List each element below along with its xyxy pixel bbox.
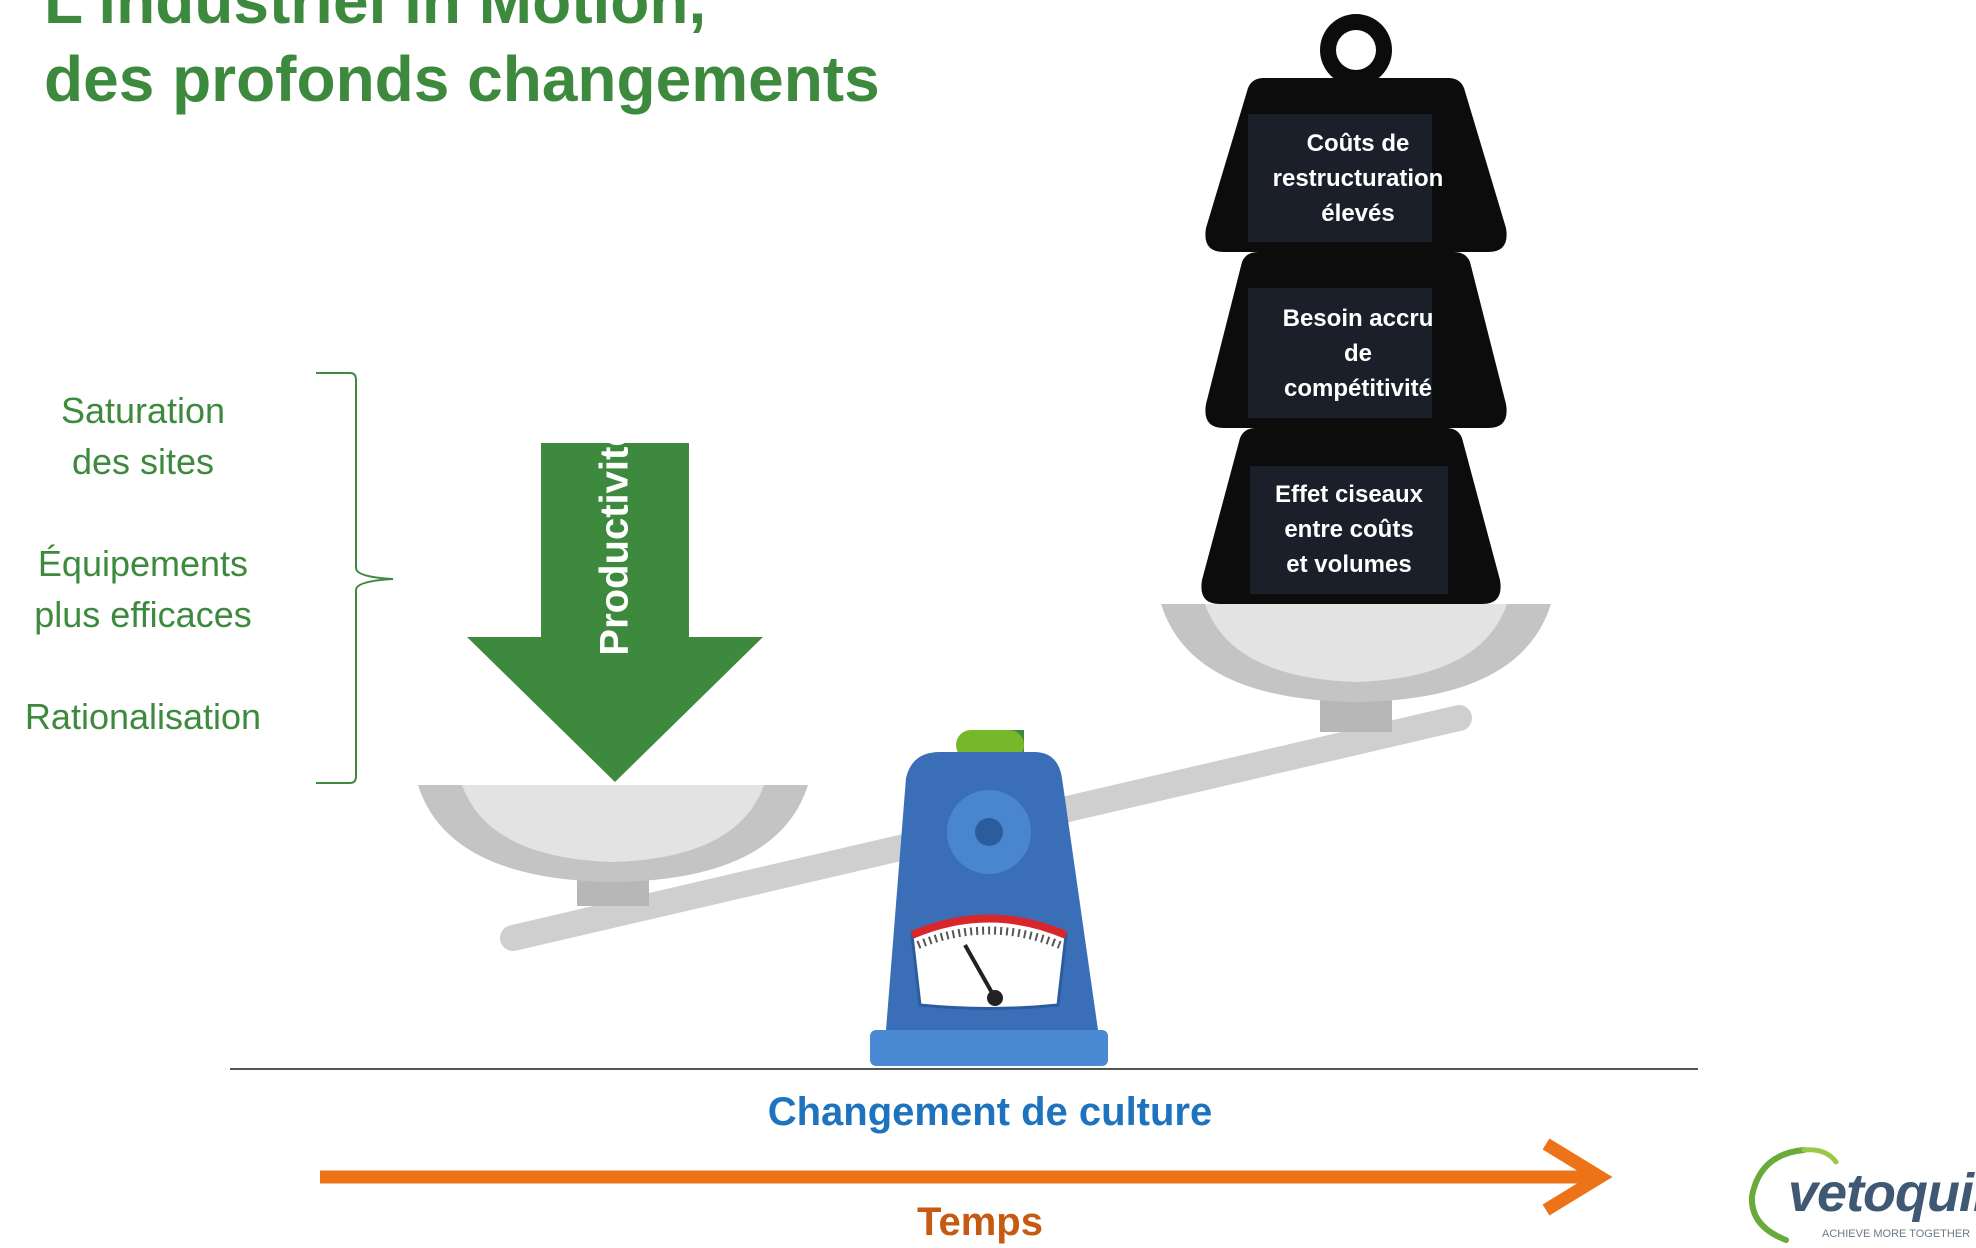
weight-text: Coûts de <box>1306 130 1410 157</box>
company-logo: vetoquinol ACHIEVE MORE TOGETHER <box>1740 1140 1976 1248</box>
page-title: L'industriel in Motion, des profonds cha… <box>44 0 880 118</box>
factor-text: des sites <box>71 441 215 482</box>
weight-text: restructuration <box>1272 165 1444 192</box>
weight-icon <box>1201 428 1501 604</box>
weight-text: entre coûts <box>1284 516 1414 543</box>
factor-text: Équipements <box>37 543 249 584</box>
weight-label-besoin: Besoin accru de compétitivité <box>1258 301 1458 406</box>
factor-rationalisation: Rationalisation <box>0 691 286 742</box>
weight-text: élevés <box>1321 200 1395 227</box>
right-arrow-icon <box>320 1138 1613 1216</box>
weight-label-couts: Coûts de restructuration élevés <box>1258 126 1458 231</box>
weight-icon <box>1205 252 1507 428</box>
culture-label: Changement de culture <box>767 1090 1213 1134</box>
logo-tagline: ACHIEVE MORE TOGETHER <box>1822 1228 1971 1240</box>
down-arrow-icon <box>467 443 763 782</box>
factor-equipements: Équipements plus efficaces <box>0 538 286 640</box>
time-label: Temps <box>917 1200 1043 1244</box>
weight-text: de <box>1343 340 1372 367</box>
logo-swoosh-icon <box>1748 1147 1839 1243</box>
weight-icon <box>1205 14 1507 252</box>
weight-label-effet: Effet ciseaux entre coûts et volumes <box>1249 477 1449 582</box>
gauge-icon <box>910 914 1068 1010</box>
title-line-2: des profonds changements <box>44 43 880 115</box>
factor-text: plus efficaces <box>34 594 252 635</box>
left-pan <box>418 785 808 906</box>
title-line-1: L'industriel in Motion, <box>44 0 707 37</box>
scale-base <box>870 730 1108 1066</box>
weight-text: Effet ciseaux <box>1274 481 1424 508</box>
factor-text: Rationalisation <box>24 696 262 737</box>
factor-text: Saturation <box>60 390 226 431</box>
weight-text: et volumes <box>1286 551 1412 578</box>
factor-saturation: Saturation des sites <box>0 385 286 487</box>
baseline-divider <box>230 1068 1698 1070</box>
weight-text: compétitivité <box>1283 375 1433 402</box>
right-pan <box>1161 604 1551 732</box>
logo-wordmark: vetoquinol <box>1788 1163 1976 1223</box>
curly-brace <box>316 372 394 784</box>
weight-text: Besoin accru <box>1282 305 1434 332</box>
